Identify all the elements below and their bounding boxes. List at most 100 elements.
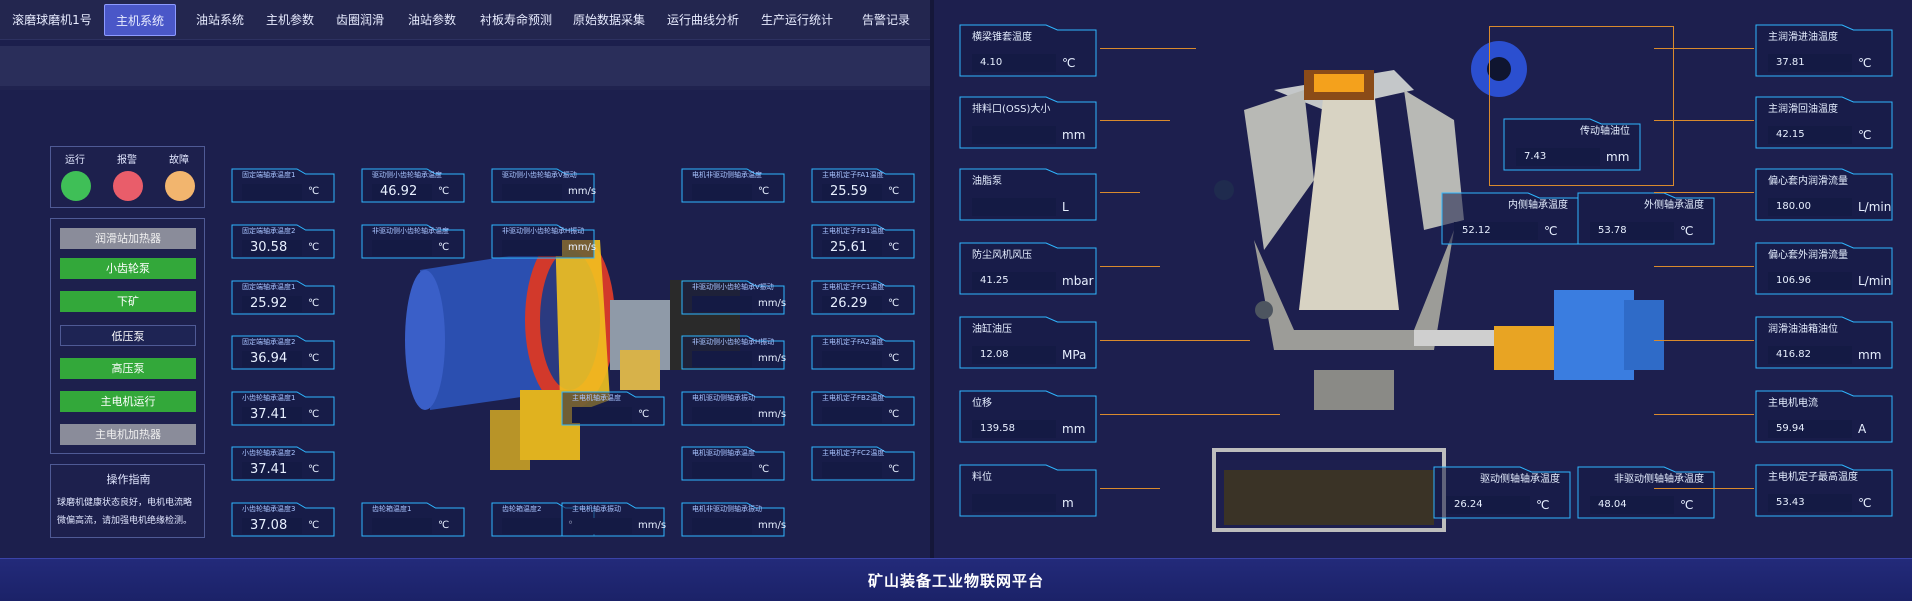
status-label-fault: 故障 bbox=[169, 155, 189, 166]
sensor-value: 4.10 bbox=[972, 54, 1056, 72]
sensor-value: 25.61 bbox=[822, 240, 882, 256]
status-label-alarm: 报警 bbox=[117, 155, 137, 166]
pinion-pump-button[interactable]: 小齿轮泵 bbox=[60, 258, 196, 279]
sensor-label: 小齿轮轴承温度1 bbox=[242, 394, 296, 402]
gear-ring bbox=[525, 240, 615, 415]
main-motor-heater-button[interactable]: 主电机加热器 bbox=[60, 424, 196, 445]
tab-curve-analysis[interactable]: 运行曲线分析 bbox=[666, 13, 739, 27]
sensor-card: 固定端轴承温度1℃ bbox=[230, 166, 338, 206]
tab-gear-lube[interactable]: 齿圈润滑 bbox=[335, 13, 384, 27]
tab-main-params[interactable]: 主机参数 bbox=[265, 13, 314, 27]
sensor-value bbox=[822, 462, 882, 478]
sensor-label: 小齿轮轴承温度2 bbox=[242, 449, 296, 457]
connector-line bbox=[1100, 488, 1160, 489]
sensor-unit: mm bbox=[1858, 348, 1882, 362]
panel-divider bbox=[930, 0, 934, 558]
sensor-value bbox=[572, 518, 632, 534]
sensor-unit: L/min bbox=[1858, 200, 1892, 214]
sensor-label: 非驱动侧小齿轮轴承H振动 bbox=[502, 227, 585, 235]
sensor-unit: mm bbox=[1062, 422, 1086, 436]
sensor-value bbox=[972, 126, 1056, 144]
high-pressure-pump-button[interactable]: 高压泵 bbox=[60, 358, 196, 379]
guide-text-1: 球磨机健康状态良好，电机电流略 bbox=[57, 498, 193, 508]
feed-button[interactable]: 下矿 bbox=[60, 291, 196, 312]
mill-end bbox=[405, 270, 445, 410]
tab-liner-life[interactable]: 衬板寿命预测 bbox=[479, 13, 552, 27]
heater-button[interactable]: 润滑站加热器 bbox=[60, 228, 196, 249]
connector-line bbox=[1654, 340, 1754, 341]
sensor-value: 30.58 bbox=[242, 240, 302, 256]
sensor-label: 主电机定子FC2温度 bbox=[822, 449, 885, 457]
sensor-unit: ℃ bbox=[1858, 496, 1872, 510]
tab-production-stats[interactable]: 生产运行统计 bbox=[760, 13, 833, 27]
sensor-value bbox=[502, 518, 562, 534]
sensor-label: 电机驱动侧轴承温度 bbox=[692, 449, 755, 457]
sensor-value bbox=[372, 518, 432, 534]
sensor-unit: ℃ bbox=[1858, 128, 1872, 142]
sub-header-strip bbox=[0, 46, 930, 86]
tab-oil-params[interactable]: 油站参数 bbox=[407, 13, 456, 27]
sensor-unit: ℃ bbox=[1680, 498, 1694, 512]
drive-shaft-detail-icon bbox=[1471, 41, 1527, 97]
sensor-value: 12.08 bbox=[972, 346, 1056, 364]
sensor-label: 主电机轴承振动 bbox=[572, 505, 621, 513]
sensor-value bbox=[692, 407, 752, 423]
sensor-label: 电机非驱动侧轴承振动 bbox=[692, 505, 762, 513]
sensor-label: 传动轴油位 bbox=[1580, 126, 1630, 137]
sensor-value: 25.59 bbox=[822, 184, 882, 200]
sensor-value bbox=[972, 494, 1056, 512]
sensor-unit: ℃ bbox=[308, 298, 320, 309]
sensor-card: 主电机轴承温度℃ bbox=[560, 389, 668, 429]
sensor-unit: ℃ bbox=[438, 186, 450, 197]
sensor-unit: ℃ bbox=[758, 464, 770, 475]
sensor-unit: mm bbox=[1062, 128, 1086, 142]
sensor-value: 48.04 bbox=[1590, 496, 1674, 514]
sensor-value bbox=[822, 407, 882, 423]
sensor-value bbox=[972, 198, 1056, 216]
sensor-value: 37.41 bbox=[242, 462, 302, 478]
grease-pump-icon bbox=[1214, 180, 1234, 200]
tab-oil-station[interactable]: 油站系统 bbox=[195, 13, 244, 27]
sensor-unit: ℃ bbox=[308, 520, 320, 531]
sensor-value: 53.43 bbox=[1768, 494, 1852, 512]
tab-mill[interactable]: 滚磨球磨机1号 bbox=[12, 13, 92, 27]
sensor-value: 53.78 bbox=[1590, 222, 1674, 240]
connector-line bbox=[1100, 120, 1170, 121]
drive-shaft bbox=[1414, 326, 1554, 370]
sensor-value bbox=[242, 184, 302, 200]
fault-indicator-icon bbox=[165, 171, 195, 201]
sensor-card: 驱动侧小齿轮轴承V振动 mm/s bbox=[490, 166, 598, 206]
tab-alarm-log[interactable]: 告警记录 bbox=[861, 13, 910, 27]
sensor-label: 主电机定子FB1温度 bbox=[822, 227, 885, 235]
sensor-label: 非驱动侧小齿轮轴承温度 bbox=[372, 227, 449, 235]
sensor-unit: ℃ bbox=[1680, 224, 1694, 238]
low-pressure-pump-button[interactable]: 低压泵 bbox=[60, 325, 196, 346]
tab-main-system[interactable]: 主机系统 bbox=[104, 4, 176, 36]
alarm-indicator-icon bbox=[113, 171, 143, 201]
dust-fan-icon bbox=[1255, 301, 1273, 319]
sensor-value bbox=[692, 462, 752, 478]
sensor-label: 主润滑进油温度 bbox=[1768, 32, 1838, 43]
sensor-unit: ℃ bbox=[888, 186, 900, 197]
operation-guide: 操作指南 球磨机健康状态良好，电机电流略 微偏高流，请加强电机绝缘检测。 bbox=[50, 464, 205, 538]
sensor-label: 驱动侧小齿轮轴承V振动 bbox=[502, 171, 577, 179]
sensor-value: 180.00 bbox=[1768, 198, 1852, 216]
tab-raw-data[interactable]: 原始数据采集 bbox=[572, 13, 645, 27]
sensor-unit: mm/s bbox=[568, 186, 597, 197]
main-motor-run-button[interactable]: 主电机运行 bbox=[60, 391, 196, 412]
